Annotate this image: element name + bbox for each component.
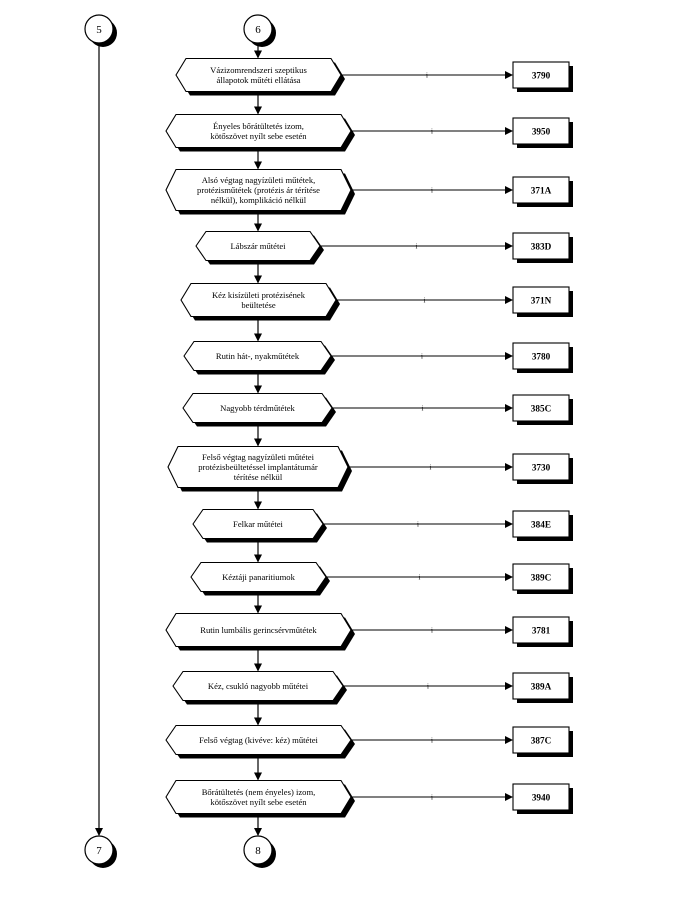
step-hexagon — [192, 508, 324, 540]
code-box — [512, 783, 570, 811]
connector-label: 7 — [96, 845, 102, 857]
step-code: 384E — [531, 519, 551, 529]
step-label: Felső végtag nagyízületi műtétei — [202, 452, 315, 462]
step-label: Rutin lumbális gerincsérvműtétek — [200, 625, 317, 635]
step-label: Bőrátültetés (nem ényeles) izom, — [202, 787, 316, 797]
branch-marker: i — [419, 574, 421, 582]
step-label: Ényeles bőrátültetés izom, — [213, 121, 304, 131]
branch-marker: i — [431, 627, 433, 635]
code-box — [512, 342, 570, 370]
branch-marker: i — [421, 353, 423, 361]
code-box — [512, 232, 570, 260]
branch-marker: i — [431, 737, 433, 745]
step-label: Felső végtag (kivéve: kéz) műtétei — [199, 735, 318, 745]
step-label: Kéztáji panaritiumok — [222, 572, 295, 582]
code-box — [512, 176, 570, 204]
step-hexagon — [165, 168, 352, 212]
step-code: 371A — [531, 185, 552, 195]
connector-circle — [84, 835, 114, 865]
step-code: 3781 — [532, 625, 551, 635]
step-label: Vázizomrendszeri szeptikus — [210, 65, 307, 75]
step-label: Rutin hát-, nyakműtétek — [216, 351, 300, 361]
branch-marker: i — [431, 187, 433, 195]
branch-marker: i — [417, 521, 419, 529]
step-code: 3950 — [532, 126, 551, 136]
step-code: 3940 — [532, 792, 551, 802]
step-code: 3780 — [532, 351, 551, 361]
connector-label: 5 — [96, 24, 102, 36]
step-label: kötőszövet nyílt sebe esetén — [210, 131, 307, 141]
step-label: Nagyobb térdműtétek — [220, 403, 295, 413]
branch-marker: i — [427, 683, 429, 691]
step-hexagon — [165, 113, 352, 149]
connector-circle — [84, 14, 114, 44]
step-hexagon — [182, 392, 333, 424]
branch-marker: i — [431, 794, 433, 802]
step-hexagon — [165, 724, 352, 756]
code-box — [512, 726, 570, 754]
code-box — [512, 453, 570, 481]
connector-label: 8 — [255, 845, 261, 857]
step-hexagon — [165, 779, 352, 815]
step-label: Felkar műtétei — [233, 519, 283, 529]
step-label: kötőszövet nyílt sebe esetén — [210, 797, 307, 807]
code-box — [512, 61, 570, 89]
code-box — [512, 394, 570, 422]
step-code: 371N — [531, 295, 552, 305]
connector-circle — [243, 14, 273, 44]
code-box — [512, 286, 570, 314]
step-code: 389C — [531, 572, 551, 582]
step-hexagon — [165, 612, 352, 648]
branch-marker: i — [431, 128, 433, 136]
step-label: Kéz kisízületi protézisének — [212, 290, 306, 300]
branch-marker: i — [422, 405, 424, 413]
step-code: 383D — [531, 241, 552, 251]
connector-label: 6 — [255, 24, 261, 36]
step-label: Lábszár műtétei — [230, 241, 286, 251]
step-code: 3730 — [532, 462, 551, 472]
code-box — [512, 563, 570, 591]
branch-marker: i — [430, 464, 432, 472]
step-label: nélkül), komplikáció nélkül — [211, 195, 307, 205]
code-box — [512, 616, 570, 644]
step-hexagon — [175, 57, 342, 93]
step-code: 387C — [531, 735, 551, 745]
step-hexagon — [180, 282, 337, 318]
step-code: 385C — [531, 403, 551, 413]
step-hexagon — [183, 340, 332, 372]
step-hexagon — [190, 561, 327, 593]
step-hexagon — [195, 230, 321, 262]
step-label: Alsó végtag nagyízületi műtétek, — [202, 175, 316, 185]
branch-marker: i — [424, 297, 426, 305]
branch-marker: i — [426, 72, 428, 80]
step-label: protézisbeültetéssel implantátumár — [198, 462, 318, 472]
step-label: térítése nélkül — [234, 472, 283, 482]
step-label: beültetése — [241, 300, 276, 310]
step-hexagon — [172, 670, 344, 702]
code-box — [512, 510, 570, 538]
step-code: 389A — [531, 681, 552, 691]
step-label: Kéz, csukló nagyobb műtétei — [208, 681, 309, 691]
step-label: állapotok műtéti ellátása — [217, 75, 301, 85]
code-box — [512, 117, 570, 145]
branch-marker: i — [416, 243, 418, 251]
step-code: 3790 — [532, 70, 551, 80]
connector-circle — [243, 835, 273, 865]
code-box — [512, 672, 570, 700]
step-label: protézisműtétek (protézis ár térítése — [197, 185, 320, 195]
step-hexagon — [167, 445, 349, 489]
